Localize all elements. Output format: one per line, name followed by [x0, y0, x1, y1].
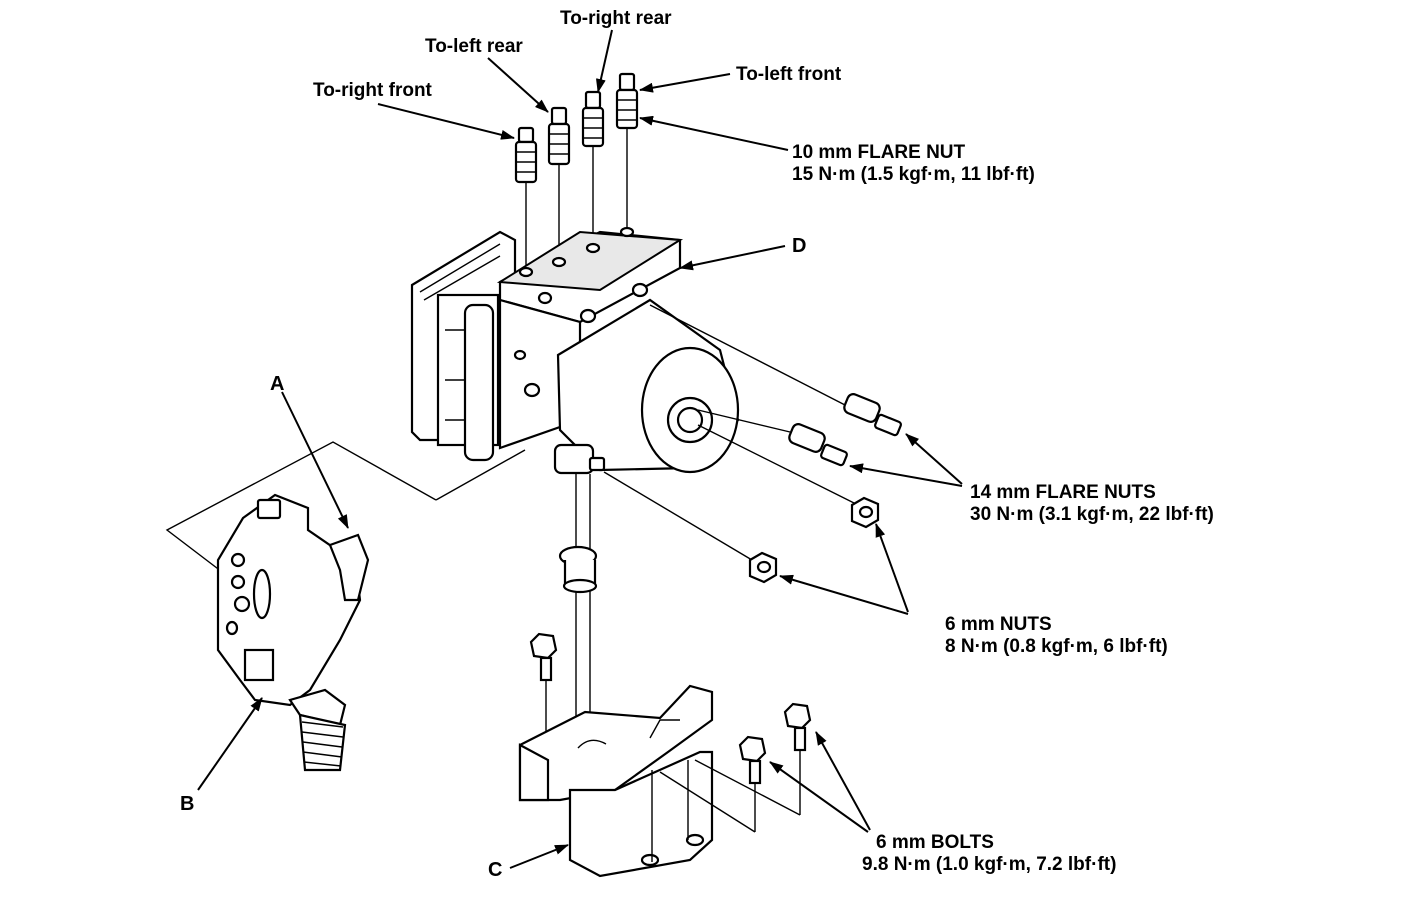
wire-harness: [298, 713, 347, 772]
label-c: C: [488, 859, 502, 881]
flare-nut-10mm-leader: [639, 115, 789, 151]
label-b: B: [180, 793, 194, 815]
to-right-front-leader: [377, 103, 515, 140]
flare-nuts-14mm-torque: 30 N·m (3.1 kgf·m, 22 lbf·ft): [970, 504, 1214, 525]
bolts-6mm-torque: 9.8 N·m (1.0 kgf·m, 7.2 lbf·ft): [862, 854, 1116, 875]
to-left-rear-leader: [487, 57, 549, 113]
bolts-6mm-title: 6 mm BOLTS: [876, 832, 994, 853]
top-fitting-alignment-lines: [525, 128, 628, 275]
nut-6mm-left: [603, 471, 778, 584]
fitting-right-front: [514, 126, 538, 184]
grommet: [558, 545, 598, 594]
flare-nuts-14mm-title: 14 mm FLARE NUTS: [970, 482, 1156, 503]
nuts-6mm-torque: 8 N·m (0.8 kgf·m, 6 lbf·ft): [945, 636, 1168, 657]
fitting-right-rear: [581, 90, 605, 148]
to-right-rear-label: To-right rear: [560, 8, 672, 29]
flare-nuts-14mm-leader-b: [849, 463, 963, 487]
to-right-rear-leader: [595, 29, 613, 93]
bolts-6mm-leader-b: [815, 731, 871, 831]
nut-6mm-right: [697, 424, 880, 529]
nuts-6mm-leader-b: [779, 574, 909, 615]
modulator-unit: [410, 226, 740, 475]
fitting-left-rear: [547, 106, 571, 166]
flare-nut-14mm-lower: [697, 409, 848, 467]
label-d-leader: [679, 245, 786, 271]
to-right-front-label: To-right front: [313, 80, 433, 101]
bolt-6mm-right-b: [783, 702, 812, 752]
flare-nut-14mm-upper: [649, 304, 902, 437]
label-a: A: [270, 373, 284, 395]
label-b-leader: [197, 697, 263, 791]
bracket: [518, 684, 714, 878]
label-d: D: [792, 235, 806, 257]
connector-link-lines: [165, 441, 526, 579]
bolts-6mm-leader-a: [769, 761, 869, 833]
label-c-leader: [509, 844, 569, 869]
nuts-6mm-title: 6 mm NUTS: [945, 614, 1052, 635]
bolt-6mm-right-a: [738, 735, 767, 785]
to-left-front-leader: [639, 73, 731, 93]
to-left-front-label: To-left front: [736, 64, 842, 85]
label-a-leader: [281, 391, 349, 529]
flare-nut-10mm-title: 10 mm FLARE NUT: [792, 142, 966, 163]
to-left-rear-label: To-left rear: [425, 36, 523, 57]
connector: [216, 493, 370, 727]
flare-nuts-14mm-leader-a: [905, 433, 963, 485]
fitting-left-front: [615, 72, 639, 130]
flare-nut-10mm-torque: 15 N·m (1.5 kgf·m, 11 lbf·ft): [792, 164, 1035, 185]
bolt-6mm-center: [529, 632, 558, 735]
nuts-6mm-leader-a: [875, 523, 909, 613]
